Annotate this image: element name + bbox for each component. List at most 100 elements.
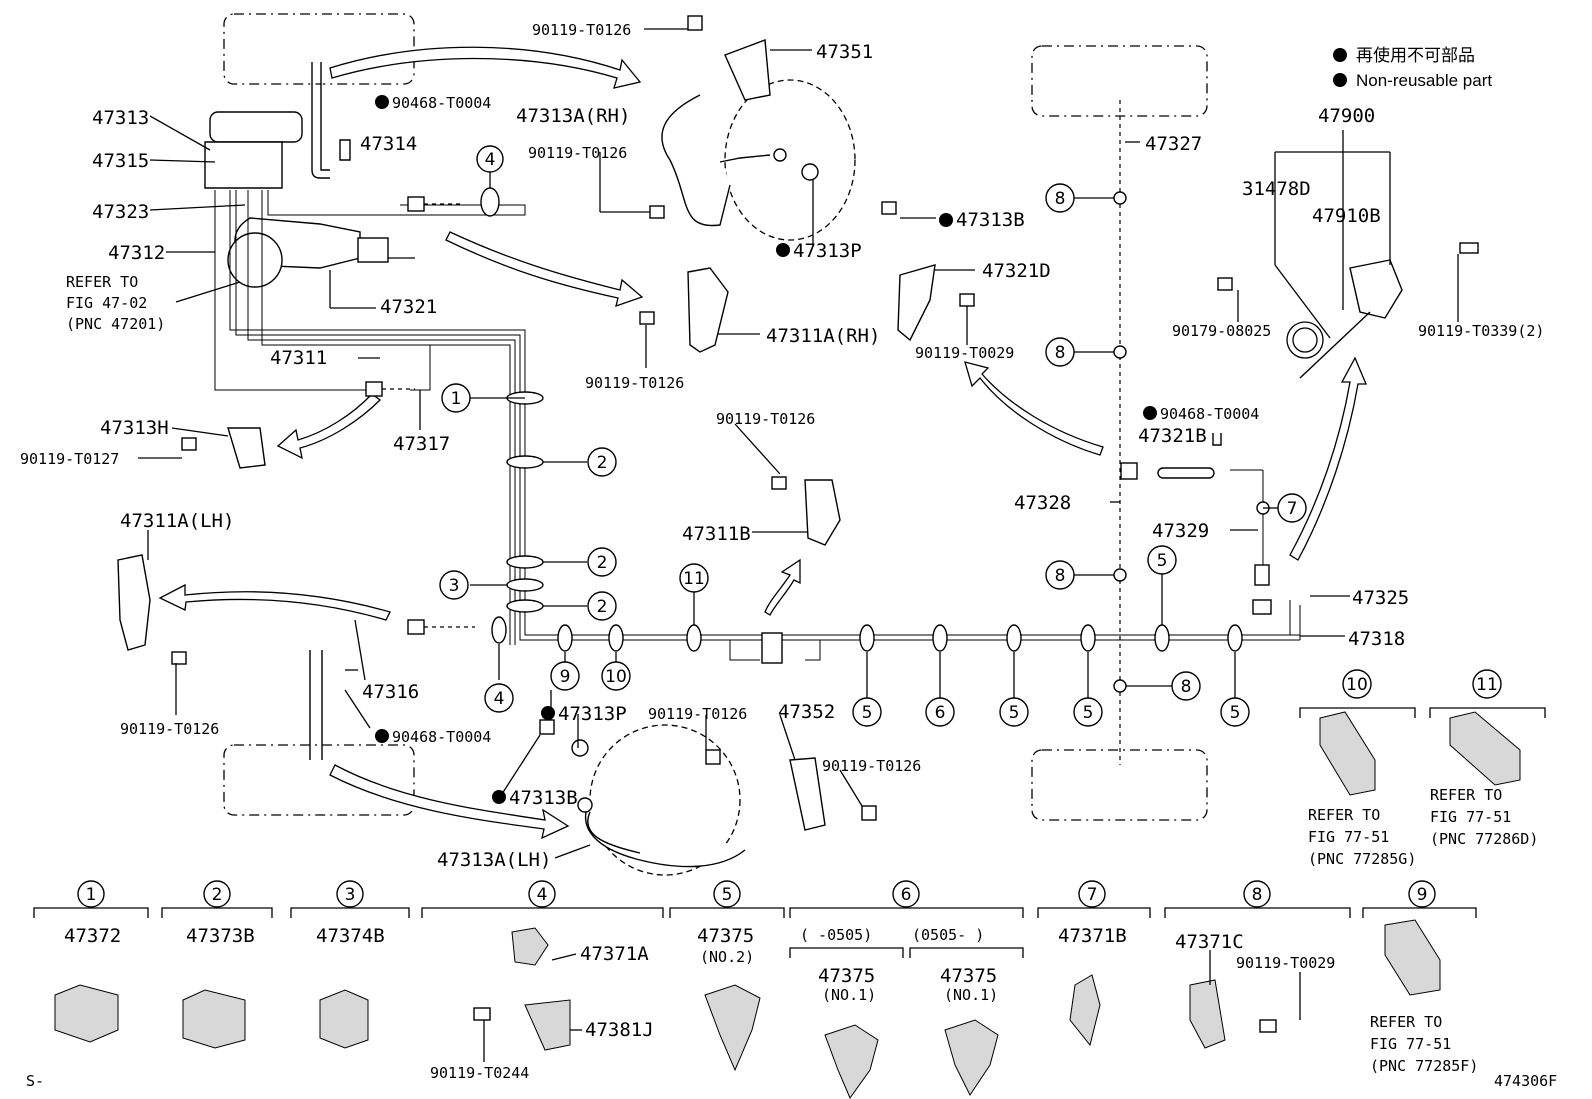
callout-47351: 47351 [816, 41, 873, 63]
callout-47315: 47315 [92, 150, 149, 172]
callout-47327: 47327 [1145, 133, 1202, 155]
clamp-part: 47375 [818, 965, 875, 987]
clamp-markers: 1 2 2 2 3 4 4 5 5 5 5 5 6 7 8 8 8 8 9 10… [439, 145, 1502, 727]
svg-text:7: 7 [1287, 499, 1298, 519]
svg-text:7: 7 [1087, 885, 1098, 905]
callout-47314: 47314 [360, 133, 417, 155]
clamp-part: 47375 [697, 925, 754, 947]
svg-text:6: 6 [901, 885, 912, 905]
svg-text:2: 2 [597, 553, 608, 573]
callout-47352: 47352 [778, 701, 835, 723]
marker-4: 4 [476, 145, 504, 173]
marker-7: 7 [1277, 493, 1307, 523]
refer-to-line1: REFER TO [66, 273, 138, 291]
svg-text:11: 11 [683, 569, 705, 589]
svg-text:5: 5 [722, 885, 733, 905]
svg-text:4: 4 [537, 885, 548, 905]
svg-text:5: 5 [862, 703, 873, 723]
clamp-part: ( -0505) [800, 926, 872, 944]
clamp-col-9: 9 REFER TO FIG 77-51 (PNC 77285F) [1370, 880, 1478, 1075]
marker-10: 10 [601, 661, 631, 691]
callout-47329: 47329 [1152, 520, 1209, 542]
callout-90119-T0126-d: 90119-T0126 [716, 410, 815, 428]
marker-5: 5 [1220, 697, 1250, 727]
clamp-part: 90119-T0244 [430, 1064, 529, 1082]
master-cylinder [204, 111, 415, 288]
clamp-part: 47375 [940, 965, 997, 987]
marker-8: 8 [1045, 337, 1075, 367]
svg-text:8: 8 [1055, 566, 1066, 586]
refer-11-line1: REFER TO [1430, 786, 1502, 804]
callout-47313: 47313 [92, 107, 149, 129]
svg-text:1: 1 [86, 885, 97, 905]
clamp-col-5: 5 47375 (NO.2) [697, 880, 754, 966]
callout-47321B: 47321B [1138, 425, 1207, 447]
clamp-part: 47381J [585, 1019, 654, 1041]
refer-10-line3: (PNC 77285G) [1308, 850, 1416, 868]
marker-11: 11 [679, 563, 709, 593]
callout-47313B-a: 47313B [956, 209, 1025, 231]
callout-47900: 47900 [1318, 105, 1375, 127]
svg-text:5: 5 [1009, 703, 1020, 723]
clamp-col-4: 4 47371A 47381J 90119-T0244 [430, 880, 654, 1082]
marker-2: 2 [587, 447, 617, 477]
non-reusable-dot-icon [375, 729, 389, 743]
callout-90119-T0126-b: 90119-T0126 [528, 144, 627, 162]
callout-47910B: 47910B [1312, 205, 1381, 227]
clamp-col-3: 3 47374B [316, 880, 385, 947]
corner-mark: S- [26, 1072, 44, 1090]
marker-1: 1 [441, 383, 471, 413]
marker-2: 2 [587, 591, 617, 621]
svg-text:5: 5 [1157, 551, 1168, 571]
svg-text:2: 2 [597, 453, 608, 473]
callout-90119-T0127: 90119-T0127 [20, 450, 119, 468]
callout-47311B: 47311B [682, 523, 751, 545]
svg-text:10: 10 [605, 667, 627, 687]
clamp-part: 47371C [1175, 931, 1244, 953]
callout-47321: 47321 [380, 296, 437, 318]
non-reusable-dot-icon [1333, 73, 1347, 87]
clamp-sketches [54, 711, 1521, 1099]
front-hose-top [311, 62, 500, 217]
callout-47312: 47312 [108, 242, 165, 264]
clamp-part: 47373B [186, 925, 255, 947]
clamp-ovals [491, 191, 1243, 693]
body-outline-right-top [1031, 45, 1208, 117]
callout-47313A-LH: 47313A(LH) [437, 849, 551, 871]
svg-text:8: 8 [1181, 677, 1192, 697]
svg-text:8: 8 [1055, 189, 1066, 209]
callout-47313H: 47313H [100, 417, 169, 439]
clamp-part: 47371A [580, 943, 649, 965]
callout-90179-08025: 90179-08025 [1172, 322, 1271, 340]
non-reusable-dot-icon [492, 790, 506, 804]
marker-11: 11 [1472, 669, 1502, 699]
callout-47311: 47311 [270, 347, 327, 369]
clamp-part: (NO.1) [944, 986, 998, 1004]
flow-arrows [158, 46, 1367, 840]
callout-90468-b: 90468-T0004 [1160, 405, 1259, 423]
marker-10: 10 [1342, 669, 1372, 699]
callout-90119-T0126-a: 90119-T0126 [532, 21, 631, 39]
marker-8: 8 [1171, 671, 1201, 701]
clamp-part: 47372 [64, 925, 121, 947]
clamp-col-6: 6 ( -0505) (0505- ) 47375 (NO.1) 47375 (… [800, 880, 998, 1004]
callout-47311A-RH: 47311A(RH) [766, 325, 880, 347]
non-reusable-dot-icon [776, 243, 790, 257]
svg-text:4: 4 [485, 150, 496, 170]
svg-text:5: 5 [1230, 703, 1241, 723]
body-outline-right-bottom [1031, 749, 1208, 821]
refer-10-line2: FIG 77-51 [1308, 828, 1389, 846]
callout-47323: 47323 [92, 201, 149, 223]
callout-labels: 47313 47315 47323 47312 REFER TO FIG 47-… [20, 21, 1544, 871]
legend-jp: 再使用不可部品 [1356, 45, 1475, 65]
callout-47318: 47318 [1348, 628, 1405, 650]
refer-to-line2: FIG 47-02 [66, 294, 147, 312]
svg-text:10: 10 [1346, 675, 1368, 695]
marker-5: 5 [1073, 697, 1103, 727]
marker-3: 3 [439, 570, 469, 600]
callout-90119-T0126-g: 90119-T0126 [822, 757, 921, 775]
callout-90119-T0126-f: 90119-T0126 [648, 705, 747, 723]
clamp-table-brackets [33, 707, 1546, 958]
clamp-part: REFER TO [1370, 1013, 1442, 1031]
